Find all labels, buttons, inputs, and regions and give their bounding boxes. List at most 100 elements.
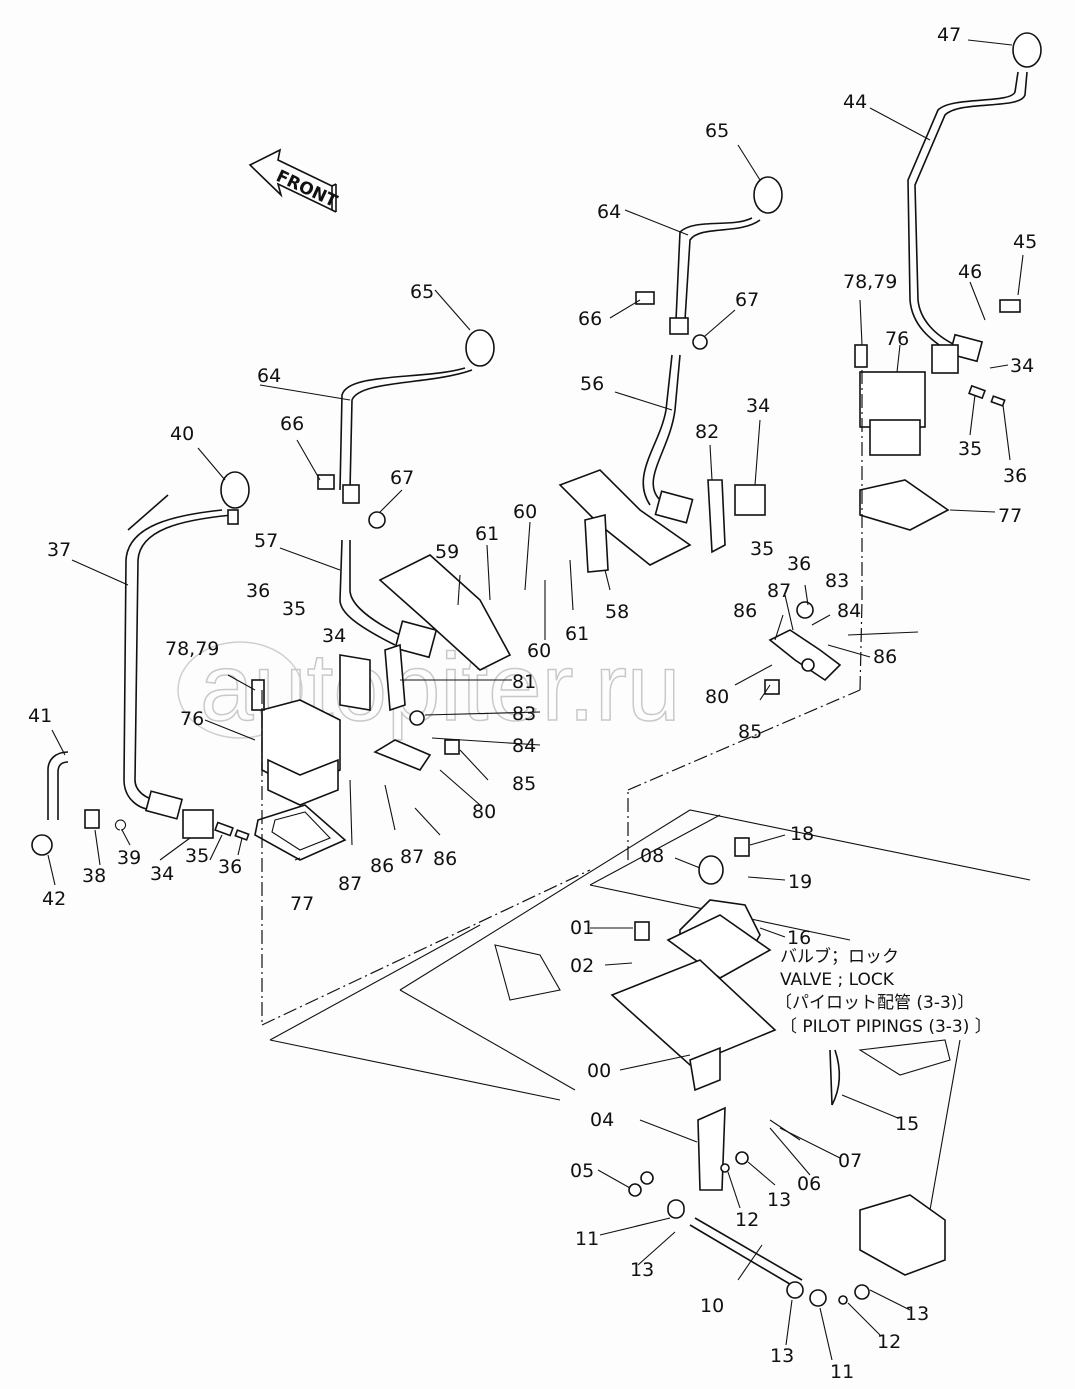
callout-77b: 77 <box>290 893 314 915</box>
callout-16: 16 <box>787 927 811 949</box>
callout-86d: 86 <box>370 855 394 877</box>
callout-35b: 35 <box>750 538 774 560</box>
callout-44: 44 <box>843 91 867 113</box>
callout-04: 04 <box>590 1109 614 1131</box>
callout-06: 06 <box>797 1173 821 1195</box>
callout-18: 18 <box>790 823 814 845</box>
callout-82: 82 <box>695 421 719 443</box>
callout-36b: 36 <box>787 553 811 575</box>
callout-83b: 83 <box>512 703 536 725</box>
callout-77: 77 <box>998 505 1022 527</box>
callout-76: 76 <box>885 328 909 350</box>
floor-plate <box>269 809 1031 1101</box>
callout-12a: 12 <box>735 1209 759 1231</box>
callout-37: 37 <box>47 539 71 561</box>
note-en-valve: VALVE ; LOCK <box>780 970 895 990</box>
valve-lock-note: バルブ；ロック VALVE ; LOCK 〔パイロット配管 (3-3)〕 〔 P… <box>775 946 992 1037</box>
callout-86b: 86 <box>873 646 897 668</box>
callout-76b: 76 <box>180 708 204 730</box>
callout-80b: 80 <box>472 801 496 823</box>
callout-64b: 64 <box>257 365 281 387</box>
callout-45: 45 <box>1013 231 1037 253</box>
callout-57: 57 <box>254 530 278 552</box>
callout-85a: 85 <box>738 721 762 743</box>
callout-01: 01 <box>570 917 594 939</box>
callout-86c: 86 <box>433 848 457 870</box>
note-en-pilot: 〔 PILOT PIPINGS (3-3) 〕 <box>780 1017 992 1037</box>
callout-05: 05 <box>570 1160 594 1182</box>
callout-40: 40 <box>170 423 194 445</box>
callout-80a: 80 <box>705 686 729 708</box>
callout-35: 35 <box>958 438 982 460</box>
callout-78-79: 78,79 <box>843 271 897 293</box>
middle-left-lever <box>317 329 512 712</box>
callout-36c: 36 <box>246 580 270 602</box>
callout-19: 19 <box>788 871 812 893</box>
right-lever <box>854 32 1042 600</box>
callout-67: 67 <box>735 289 759 311</box>
callout-61a: 61 <box>475 523 499 545</box>
callout-08: 08 <box>640 845 664 867</box>
callout-58: 58 <box>605 601 629 623</box>
callout-15: 15 <box>895 1113 919 1135</box>
callout-35d: 35 <box>185 845 209 867</box>
middle-right-lever <box>558 176 783 573</box>
callout-86a: 86 <box>733 600 757 622</box>
left-pilot-valve <box>251 679 591 1026</box>
note-jp-pilot: 〔パイロット配管 (3-3)〕 <box>775 993 974 1013</box>
callout-35c: 35 <box>282 598 306 620</box>
callout-34b: 34 <box>746 395 770 417</box>
callout-12b: 12 <box>877 1331 901 1353</box>
callout-42: 42 <box>42 888 66 910</box>
callout-00: 00 <box>587 1060 611 1082</box>
callout-65: 65 <box>705 120 729 142</box>
center-linkage <box>373 599 863 860</box>
callout-13d: 13 <box>905 1303 929 1325</box>
callout-41: 41 <box>28 705 52 727</box>
callout-11a: 11 <box>575 1228 599 1250</box>
callout-67b: 67 <box>390 467 414 489</box>
callout-84: 84 <box>837 600 861 622</box>
front-arrow-icon: FRONT <box>248 148 341 213</box>
callout-56: 56 <box>580 373 604 395</box>
callout-87b: 87 <box>400 846 424 868</box>
note-jp-valve: バルブ；ロック <box>780 946 899 967</box>
callout-39: 39 <box>117 847 141 869</box>
callout-66: 66 <box>578 308 602 330</box>
callout-64: 64 <box>597 201 621 223</box>
callout-61b: 61 <box>565 623 589 645</box>
callout-87a: 87 <box>767 580 791 602</box>
callout-10: 10 <box>700 1295 724 1317</box>
callout-36d: 36 <box>218 856 242 878</box>
lock-valve-assembly <box>610 837 946 1307</box>
callout-labels: 47 44 45 46 34 35 36 77 76 78,79 65 64 6… <box>28 24 1037 1383</box>
callout-07: 07 <box>838 1150 862 1172</box>
callout-81: 81 <box>512 671 536 693</box>
callout-34: 34 <box>1010 355 1034 377</box>
callout-60b: 60 <box>527 640 551 662</box>
leader-lines <box>47 39 1024 1361</box>
callout-38: 38 <box>82 865 106 887</box>
callout-65b: 65 <box>410 281 434 303</box>
callout-11b: 11 <box>830 1361 854 1383</box>
callout-13b: 13 <box>630 1259 654 1281</box>
callout-34c: 34 <box>322 625 346 647</box>
callout-13c: 13 <box>770 1345 794 1367</box>
callout-46: 46 <box>958 261 982 283</box>
callout-85b: 85 <box>512 773 536 795</box>
callout-60a: 60 <box>513 501 537 523</box>
callout-83: 83 <box>825 570 849 592</box>
callout-59: 59 <box>435 541 459 563</box>
callout-02: 02 <box>570 955 594 977</box>
callout-87c: 87 <box>338 873 362 895</box>
callout-66b: 66 <box>280 413 304 435</box>
callout-13a: 13 <box>767 1189 791 1211</box>
left-lever-assembly <box>31 471 250 856</box>
callout-47: 47 <box>937 24 961 46</box>
callout-78-79b: 78,79 <box>165 638 219 660</box>
callout-34d: 34 <box>150 863 174 885</box>
callout-84b: 84 <box>512 735 536 757</box>
callout-36: 36 <box>1003 465 1027 487</box>
